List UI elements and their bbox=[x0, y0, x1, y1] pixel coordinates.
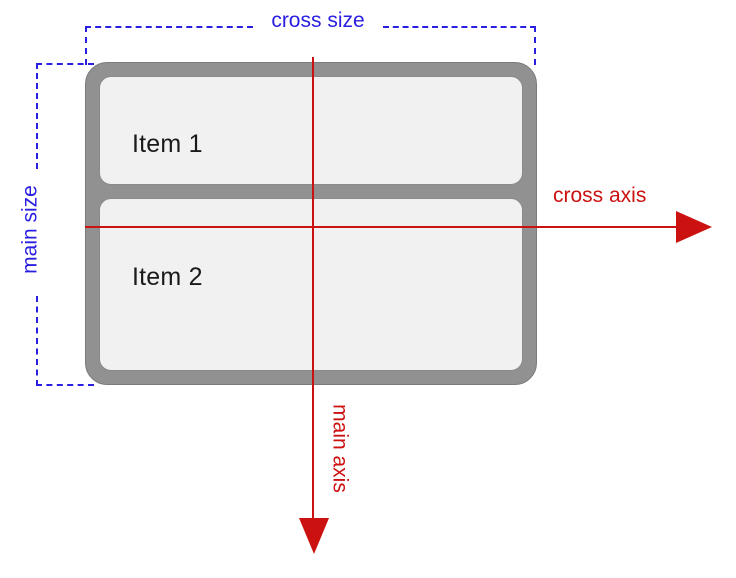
flex-item-1-label: Item 1 bbox=[132, 130, 203, 158]
cross-axis-arrowhead-icon bbox=[676, 211, 712, 243]
cross-size-bracket-right bbox=[383, 26, 536, 65]
cross-axis-line bbox=[85, 226, 688, 228]
flex-item-2-label: Item 2 bbox=[132, 263, 203, 291]
main-size-bracket-bottom bbox=[36, 296, 94, 386]
cross-axis-label: cross axis bbox=[553, 184, 647, 207]
main-size-label: main size bbox=[18, 185, 42, 274]
cross-size-bracket-left bbox=[85, 26, 253, 65]
flex-container: Item 1 Item 2 bbox=[85, 62, 537, 385]
flex-item-1: Item 1 bbox=[99, 76, 523, 185]
main-axis-label: main axis bbox=[328, 404, 352, 493]
cross-size-label: cross size bbox=[271, 9, 365, 32]
main-axis-arrowhead-icon bbox=[299, 518, 329, 554]
main-axis-line bbox=[312, 57, 314, 525]
main-size-bracket-top bbox=[36, 63, 94, 169]
flex-item-2: Item 2 bbox=[99, 198, 523, 371]
